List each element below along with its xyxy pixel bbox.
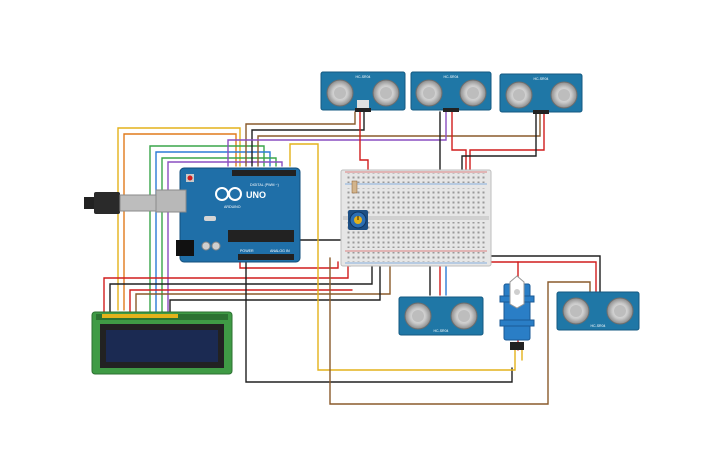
ultrasonic-sensor-4[interactable]: HC-SR04 — [398, 296, 484, 336]
digital-header — [232, 170, 296, 176]
sensor-label: HC-SR04 — [356, 75, 371, 79]
lcd-16x2[interactable] — [91, 311, 233, 375]
wire-s3-red[interactable] — [469, 111, 545, 177]
wire-lcd-black1[interactable] — [109, 261, 373, 313]
digital-label: DIGITAL (PWM ~) — [250, 183, 279, 187]
lcd-screen — [106, 330, 218, 362]
wires — [103, 111, 601, 405]
wire-lcd-red1[interactable] — [103, 259, 349, 313]
dc-jack[interactable] — [176, 240, 194, 256]
ultrasonic-sensor-2[interactable]: HC-SR04 — [410, 71, 492, 112]
board-brand: UNO — [246, 190, 266, 200]
wire-s2-red[interactable] — [451, 111, 467, 177]
wire-s3-black[interactable] — [461, 111, 537, 177]
wire-lcd-yellow[interactable] — [117, 127, 241, 311]
sensor-label: HC-SR04 — [534, 77, 549, 81]
wire-lcd-brown[interactable] — [135, 261, 391, 313]
wire-lcd-black2[interactable] — [169, 257, 381, 313]
potentiometer[interactable] — [348, 210, 368, 230]
wire-s1-brown[interactable] — [245, 111, 356, 167]
resistor[interactable] — [351, 180, 358, 194]
power-header — [238, 254, 294, 260]
wire-lcd-purple[interactable] — [167, 161, 283, 313]
sensor-label: HC-SR04 — [434, 329, 449, 333]
wire-lcd-red2[interactable] — [129, 289, 353, 313]
usb-port[interactable] — [155, 189, 187, 213]
analog-label: ANALOG IN — [270, 249, 290, 253]
wire-gnd-black[interactable] — [245, 257, 513, 383]
arduino-uno-board[interactable]: UNO DIGITAL (PWM ~) ARDUINO POWER ANALOG… — [155, 167, 301, 263]
wire-s3-purple[interactable] — [227, 111, 447, 167]
servo-connector — [510, 342, 524, 350]
wire-s2-brown[interactable] — [257, 111, 541, 167]
power-label: POWER — [240, 249, 254, 253]
wire-lcd-green[interactable] — [149, 145, 265, 313]
model-label: ARDUINO — [224, 205, 241, 209]
atmega-chip — [228, 230, 294, 242]
lcd-header-pins — [102, 314, 178, 318]
wire-lcd-orange[interactable] — [123, 133, 237, 311]
wire-5v-red[interactable] — [239, 257, 339, 269]
ultrasonic-sensor-1[interactable]: HC-SR04 — [320, 71, 406, 112]
breadboard[interactable] — [340, 169, 492, 267]
sensor-label: HC-SR04 — [444, 75, 459, 79]
ultrasonic-sensor-3[interactable]: HC-SR04 — [499, 73, 583, 114]
usb-cable[interactable] — [84, 192, 157, 214]
wire-s1-red[interactable] — [359, 111, 369, 177]
ultrasonic-sensor-5[interactable]: HC-SR04 — [556, 291, 640, 331]
wire-s5-brown[interactable] — [329, 257, 591, 405]
wire-s1-black[interactable] — [251, 111, 365, 167]
sensor-label: HC-SR04 — [591, 324, 606, 328]
servo-motor[interactable] — [499, 275, 535, 350]
wire-lcd-blue[interactable] — [155, 151, 271, 313]
wire-s5-red[interactable] — [459, 261, 597, 293]
wire-s4-yellow[interactable] — [289, 143, 516, 371]
arduino-logo-icon — [215, 187, 242, 201]
